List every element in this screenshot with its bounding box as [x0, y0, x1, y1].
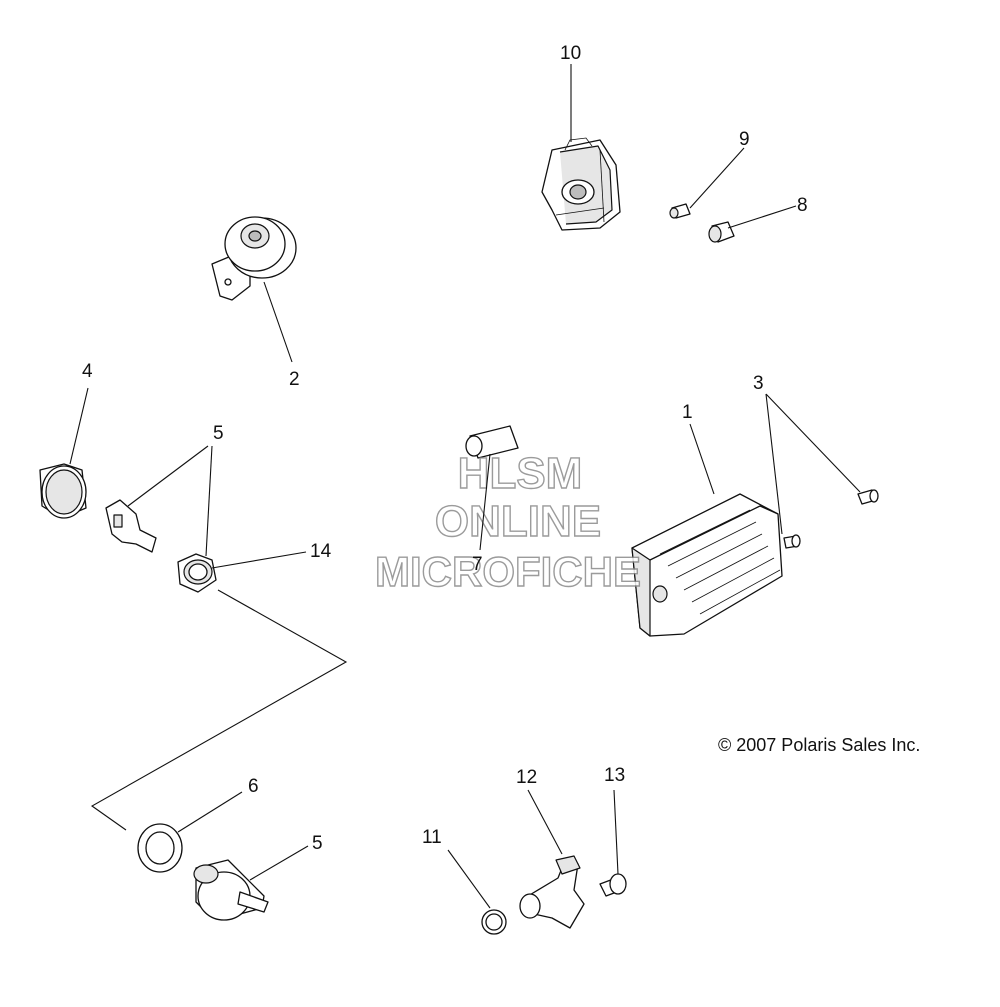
leader-6: [177, 791, 243, 833]
part-13-bolt[interactable]: [599, 873, 627, 897]
watermark: HLSM ONLINE MICROFICHE: [374, 448, 641, 595]
leader-3b: [765, 393, 861, 493]
callout-11: 11: [422, 827, 442, 848]
watermark-line-1: HLSM: [458, 449, 583, 498]
leader-assembly: [90, 589, 348, 831]
callout-8: 8: [797, 195, 808, 216]
part-6-washer[interactable]: [137, 823, 183, 873]
callout-5-upper: 5: [213, 423, 224, 444]
part-2-horn[interactable]: [211, 216, 297, 301]
leader-2: [263, 281, 293, 363]
part-5-key[interactable]: [105, 499, 157, 553]
leader-9: [689, 147, 745, 209]
watermark-line-3: MICROFICHE: [375, 548, 641, 595]
part-1-regulator[interactable]: [631, 493, 783, 637]
copyright-notice: © 2007 Polaris Sales Inc.: [718, 735, 920, 755]
leader-12: [527, 789, 563, 855]
callout-13: 13: [604, 765, 625, 786]
leader-4: [69, 387, 89, 465]
leader-5b: [249, 845, 309, 881]
part-8-cap[interactable]: [708, 221, 735, 243]
part-14-nut[interactable]: [177, 553, 217, 593]
part-11-o-ring[interactable]: [481, 909, 507, 935]
callout-7: 7: [472, 554, 483, 575]
part-3-screw-b[interactable]: [857, 489, 879, 505]
callout-2: 2: [289, 369, 300, 390]
part-7-connector[interactable]: [465, 425, 519, 459]
leader-14: [211, 551, 307, 569]
part-5-switch-body[interactable]: [193, 859, 269, 921]
part-10-ignition-switch[interactable]: [541, 137, 621, 231]
part-12-sensor[interactable]: [519, 855, 585, 929]
leader-3a: [765, 393, 783, 535]
leader-5a-nut: [205, 445, 213, 557]
callout-5-lower: 5: [312, 833, 323, 854]
part-3-screw-a[interactable]: [783, 534, 801, 549]
leader-8: [727, 205, 797, 229]
callout-10: 10: [560, 43, 581, 64]
leader-13: [613, 789, 619, 875]
part-4-cap[interactable]: [39, 463, 87, 519]
callout-labels: 10 9 8 2 4 5 14 6 5 7 1 3 11 12 13: [82, 43, 808, 854]
callout-6: 6: [248, 776, 259, 797]
watermark-line-2: ONLINE: [435, 497, 601, 546]
callout-4: 4: [82, 361, 93, 382]
callout-1: 1: [682, 402, 693, 423]
leader-7: [479, 453, 491, 551]
leader-1: [689, 423, 715, 495]
part-9-plug[interactable]: [669, 203, 691, 219]
callout-3: 3: [753, 373, 764, 394]
leader-lines: [69, 64, 861, 909]
leader-11: [447, 849, 491, 909]
callout-12: 12: [516, 767, 537, 788]
callout-9: 9: [739, 129, 750, 150]
callout-14: 14: [310, 541, 332, 562]
leader-5a-key: [127, 445, 209, 507]
